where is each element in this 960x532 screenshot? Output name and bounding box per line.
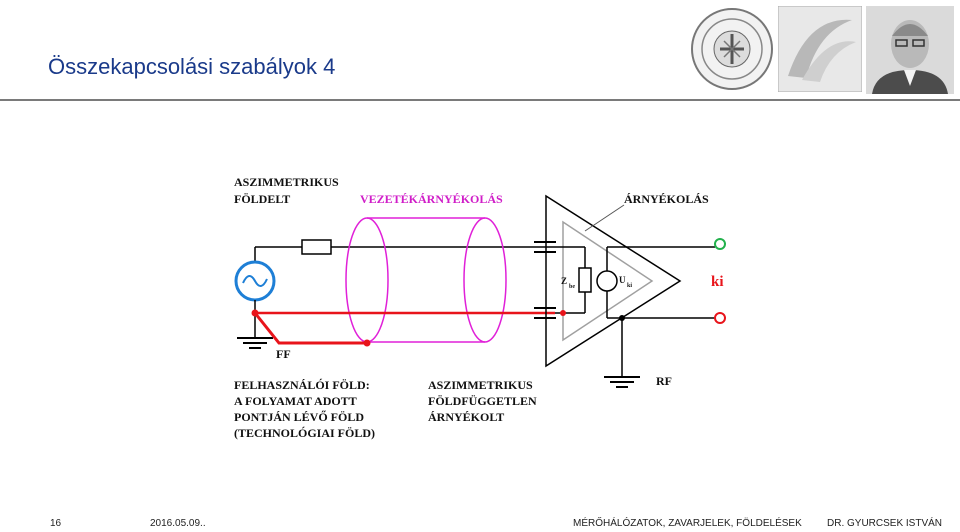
cable-shield-right bbox=[463, 217, 507, 343]
label-user-ground-2: A FOLYAMAT ADOTT bbox=[234, 394, 357, 408]
footer-course: MÉRŐHÁLÓZATOK, ZAVARJELEK, FÖLDELÉSEK bbox=[573, 518, 802, 529]
series-resistor bbox=[301, 239, 332, 255]
circuit-diagram: ASZIMMETRIKUS FÖLDELT VEZETÉKÁRNYÉKOLÁS … bbox=[234, 175, 726, 440]
label-u: U bbox=[619, 275, 626, 285]
outer-shield-triangle bbox=[545, 194, 682, 368]
label-user-ground-4: (TECHNOLÓGIAI FÖLD) bbox=[234, 426, 375, 440]
ground-path-wire bbox=[253, 312, 367, 345]
header-divider bbox=[0, 99, 960, 101]
label-u-sub: ki bbox=[627, 283, 632, 289]
label-shield: ÁRNYÉKOLÁS bbox=[624, 192, 709, 206]
output-terminal-positive bbox=[714, 238, 726, 250]
slide-title: Összekapcsolási szabályok 4 bbox=[48, 54, 336, 79]
footer-date: 2016.05.09.. bbox=[150, 518, 206, 529]
input-impedance bbox=[578, 267, 592, 293]
label-user-ground-1: FELHASZNÁLÓI FÖLD: bbox=[234, 378, 370, 392]
output-voltage-source bbox=[596, 270, 618, 292]
page-number: 16 bbox=[50, 518, 62, 529]
inner-shield-node bbox=[560, 310, 566, 316]
slide-header: Összekapcsolási szabályok 4 bbox=[0, 0, 960, 101]
label-user-ground-3: PONTJÁN LÉVŐ FÖLD bbox=[234, 409, 364, 424]
label-asymmetric-1: ASZIMMETRIKUS bbox=[234, 175, 339, 189]
faculty-logo-icon bbox=[778, 6, 862, 92]
label-floating-2: FÖLDFÜGGETLEN bbox=[428, 394, 537, 408]
cable-shield-left bbox=[345, 217, 389, 343]
ground-node-shield bbox=[363, 339, 371, 347]
output-terminal-negative bbox=[714, 312, 726, 324]
label-floating-1: ASZIMMETRIKUS bbox=[428, 378, 533, 392]
shield-leader-line bbox=[584, 204, 625, 232]
label-output: ki bbox=[711, 274, 724, 290]
label-z: Z bbox=[561, 276, 567, 286]
label-asymmetric-2: FÖLDELT bbox=[234, 192, 290, 206]
label-ff: FF bbox=[276, 347, 291, 361]
portrait-photo-icon bbox=[866, 6, 954, 94]
label-z-sub: be bbox=[569, 284, 575, 290]
sine-wave-icon bbox=[242, 275, 268, 287]
label-cable-shield: VEZETÉKÁRNYÉKOLÁS bbox=[360, 192, 503, 206]
label-floating-3: ÁRNYÉKOLT bbox=[428, 410, 504, 424]
university-seal-icon bbox=[691, 8, 773, 90]
footer-author: DR. GYURCSEK ISTVÁN bbox=[827, 518, 943, 529]
label-rf: RF bbox=[656, 374, 672, 388]
slide-footer: 16 2016.05.09.. MÉRŐHÁLÓZATOK, ZAVARJELE… bbox=[0, 514, 960, 532]
